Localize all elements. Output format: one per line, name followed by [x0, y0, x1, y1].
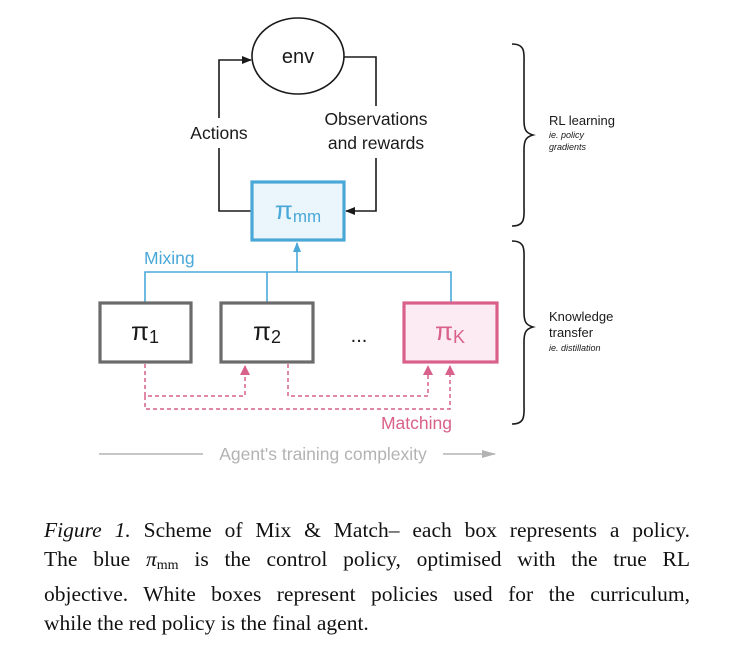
pi-subscript: 2 — [271, 327, 281, 347]
brace-knowledge-transfer: Knowledge transfer ie. distillation — [511, 240, 613, 425]
rl-learning-title: RL learning — [549, 113, 615, 128]
caption-line-1-text: Scheme of Mix & Match– each box represen… — [130, 518, 690, 542]
control-policy-rect — [250, 180, 346, 242]
knowledge-transfer-title-line1: Knowledge — [549, 309, 613, 324]
pi-symbol: π — [253, 316, 271, 346]
actions-label: Actions — [190, 123, 248, 143]
complexity-axis-label: Agent's training complexity — [219, 444, 427, 464]
pi-mm-subscript: mm — [156, 558, 179, 573]
policy-box-2: π2 — [219, 301, 315, 364]
pi-symbol: π — [435, 316, 453, 346]
observations-arrow — [345, 158, 377, 215]
pi-mm-symbol: π — [146, 547, 157, 571]
control-policy-label: πmm — [275, 195, 321, 226]
observations-line-upper — [344, 56, 377, 106]
policy-box-final: πK — [402, 301, 499, 364]
mixing-label: Mixing — [144, 248, 195, 268]
matching-connector — [144, 364, 455, 410]
env-node: env — [251, 17, 345, 95]
brace-rl-learning: RL learning ie. policy gradients — [511, 43, 615, 227]
curly-brace-icon — [511, 43, 536, 227]
actions-line-lower — [218, 148, 251, 212]
caption-line-1: Figure 1. Scheme of Mix & Match– each bo… — [44, 516, 690, 545]
caption-line-4: while the red policy is the final agent. — [44, 611, 369, 635]
pi-subscript: mm — [293, 207, 321, 226]
actions-arrow — [218, 56, 252, 118]
env-ellipse — [251, 17, 345, 95]
matching-label: Matching — [381, 413, 452, 433]
policy-rect-final — [402, 301, 499, 364]
observations-label-line1: Observations — [324, 109, 427, 129]
actions-connector: Actions — [190, 56, 252, 212]
pi-symbol: π — [131, 316, 149, 346]
pi-symbol: π — [275, 195, 293, 225]
policy-box-1: π1 — [98, 301, 193, 364]
rl-learning-subtitle-line1: ie. policy — [549, 130, 585, 140]
policy-rect-2 — [219, 301, 315, 364]
caption-line-2: The blue πmm is the control policy, opti… — [44, 545, 690, 580]
observations-connector: Observations and rewards — [324, 56, 428, 215]
policy-label-final: πK — [435, 316, 465, 347]
caption-line-3: objective. White boxes represent policie… — [44, 582, 690, 606]
env-label: env — [282, 46, 314, 68]
policy-rect-1 — [98, 301, 193, 364]
rl-learning-subtitle-line2: gradients — [549, 142, 587, 152]
caption-line-2-pre: The blue — [44, 547, 146, 571]
knowledge-transfer-subtitle: ie. distillation — [549, 343, 601, 353]
pi-subscript: K — [453, 327, 465, 347]
observations-label-line2: and rewards — [328, 133, 425, 153]
mixing-bus-line — [144, 271, 452, 303]
mixing-connector: Mixing — [144, 242, 452, 303]
pi-subscript: 1 — [149, 327, 159, 347]
figure-caption: Figure 1. Scheme of Mix & Match– each bo… — [44, 516, 690, 638]
matching-arrow-pi1-to-pi2 — [144, 364, 250, 397]
mix-and-match-diagram: env Actions Observations and rewards πmm… — [98, 17, 615, 464]
caption-line-2-post: is the control policy, optimised with th… — [178, 547, 690, 571]
complexity-axis: Agent's training complexity — [99, 444, 496, 464]
curly-brace-icon — [511, 240, 536, 425]
policy-label-2: π2 — [253, 316, 281, 347]
figure-label: Figure 1. — [44, 518, 131, 542]
control-policy-box: πmm — [250, 180, 346, 242]
ellipsis: ... — [351, 325, 368, 347]
knowledge-transfer-title-line2: transfer — [549, 325, 594, 340]
policy-label-1: π1 — [131, 316, 159, 347]
matching-arrow-pi1-to-piK — [144, 365, 455, 410]
matching-arrow-pi2-to-piK — [287, 364, 433, 397]
